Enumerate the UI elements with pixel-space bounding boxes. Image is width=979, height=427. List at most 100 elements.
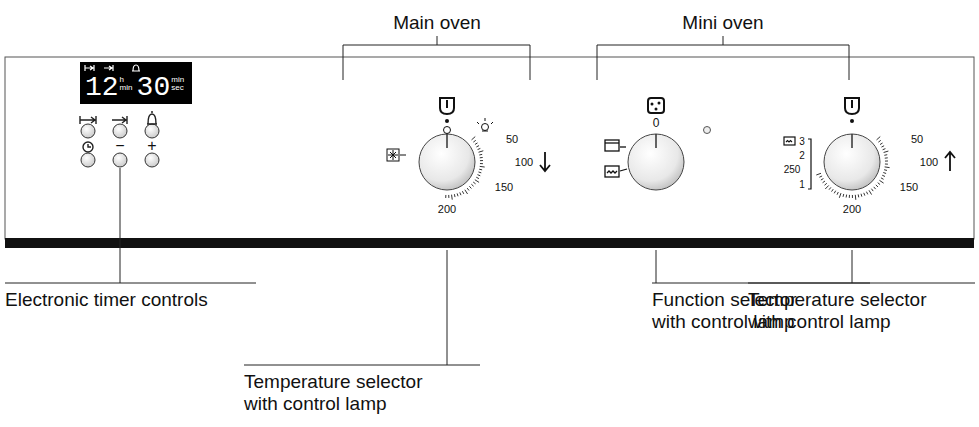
scale-tick (878, 140, 880, 142)
scale-tick (469, 186, 471, 188)
scale-tick (885, 160, 888, 161)
scale-number: 250 (784, 165, 801, 175)
scale-tick (858, 194, 860, 197)
scale-tick (846, 195, 847, 198)
button-symbol: + (147, 138, 156, 154)
scale-tick (825, 185, 829, 189)
section-title: Main oven (393, 13, 481, 32)
scale-tick (478, 171, 481, 173)
display-unit: h min (120, 76, 134, 92)
scale-tick (448, 195, 449, 198)
scale-tick (475, 180, 479, 183)
scale-tick (465, 190, 468, 194)
scale-number: 2 (799, 151, 805, 161)
scale-tick (884, 151, 889, 152)
scale-tick (457, 193, 459, 196)
scale-tick (864, 193, 865, 196)
scale-tick (839, 193, 841, 198)
scale-tick (884, 169, 887, 171)
display-digits: 30 (137, 74, 171, 102)
scale-tick (837, 192, 838, 195)
section-brackets (343, 36, 849, 80)
scale-tick (479, 169, 482, 171)
scale-tick (883, 172, 886, 174)
scale-tick (876, 185, 878, 187)
display-icons (84, 63, 174, 73)
scale-number: 50 (911, 134, 923, 145)
scale-tick (478, 148, 481, 149)
scale-tick (475, 143, 478, 145)
scale-tick (479, 154, 482, 156)
scale-number: 0 (653, 117, 660, 129)
scale-tick (823, 181, 825, 183)
timer-display: 12h min30min sec (80, 62, 192, 104)
callout-label: Electronic timer controls (5, 289, 208, 311)
scale-tick (454, 194, 456, 197)
scale-tick (881, 178, 884, 179)
scale-tick (451, 195, 453, 200)
scale-tick (816, 173, 821, 175)
scale-tick (843, 194, 845, 197)
scale-tick (480, 157, 483, 158)
scale-tick (849, 195, 850, 198)
scale-number: 200 (438, 204, 456, 215)
scale-tick (467, 188, 469, 190)
section-title: Mini oven (682, 13, 763, 32)
button-symbol: − (115, 138, 124, 154)
scale-tick (881, 146, 884, 147)
scale-tick (445, 195, 446, 198)
scale-tick (866, 192, 867, 195)
scale-tick (476, 177, 479, 178)
scale-tick (855, 195, 857, 200)
scale-tick (473, 182, 475, 184)
scale-tick (877, 137, 881, 140)
scale-tick (834, 191, 835, 194)
scale-tick (819, 176, 822, 177)
scale-tick (473, 140, 475, 142)
callout-label: Temperature selector with control lamp (748, 289, 948, 333)
scale-tick (480, 160, 483, 161)
scale-number: 1 (799, 180, 805, 190)
scale-number: 200 (843, 204, 861, 215)
scale-tick (884, 154, 887, 156)
scale-number: 100 (920, 157, 938, 168)
leader-lines (5, 168, 975, 365)
scale-tick (476, 146, 479, 147)
scale-tick (882, 175, 885, 176)
scale-tick (869, 190, 872, 194)
scale-number: 150 (900, 182, 918, 193)
scale-tick (883, 149, 886, 150)
scale-tick (829, 187, 831, 189)
callout-label: Temperature selector with control lamp (244, 371, 444, 415)
scale-tick (885, 157, 888, 158)
scale-tick (874, 187, 876, 189)
scale-tick (871, 189, 873, 191)
scale-tick (472, 137, 476, 140)
scale-tick (879, 180, 883, 183)
scale-tick (880, 143, 883, 145)
scale-number: 50 (506, 134, 518, 145)
scale-tick (852, 195, 853, 198)
scale-tick (480, 163, 483, 164)
display-digits: 12 (85, 74, 119, 102)
scale-tick (477, 175, 480, 176)
function-selector-knob (605, 98, 711, 190)
scale-tick (479, 151, 484, 152)
scale-tick (861, 194, 863, 197)
scale-tick (821, 179, 824, 181)
scale-number: 100 (515, 157, 533, 168)
timer-buttons (81, 124, 159, 167)
scale-tick (885, 166, 890, 168)
scale-tick (462, 191, 463, 194)
scale-number: 150 (495, 182, 513, 193)
main-oven-knob (387, 98, 550, 190)
scale-tick (471, 184, 473, 186)
panel (5, 57, 974, 248)
scale-tick (878, 183, 880, 185)
scale-tick (885, 163, 888, 164)
mini-oven-temperature-knob (784, 98, 955, 190)
scale-ticks (446, 137, 890, 200)
scale-number: 3 (799, 137, 805, 147)
scale-tick (480, 166, 485, 168)
